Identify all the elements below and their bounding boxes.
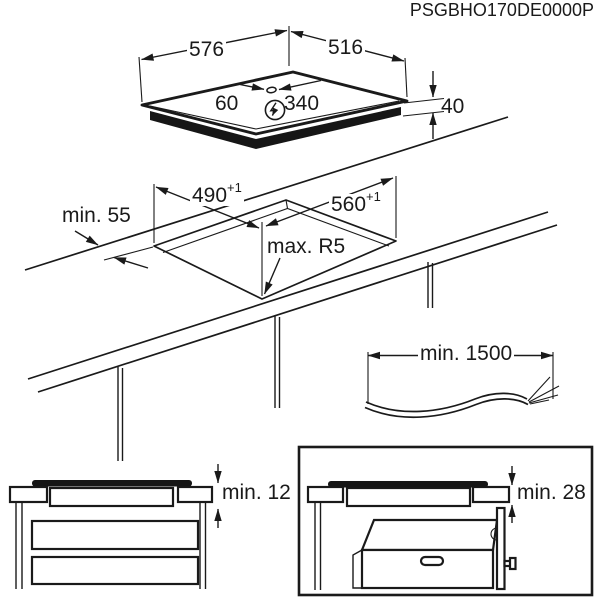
hob-body-section-2	[345, 486, 472, 508]
model-code: PSGBHO170DE0000P	[409, 0, 594, 20]
cutout-depth-tolerance: +1	[227, 180, 242, 195]
corner-radius-label: max. R5	[267, 235, 346, 258]
hob-perspective-drawing	[138, 26, 445, 149]
terminal-offset-right-label: 340	[284, 92, 320, 115]
hob-glass-section-2	[328, 481, 488, 488]
cable-length-label: min. 1500	[418, 342, 515, 365]
knob-head	[508, 556, 517, 571]
cutout-width-tolerance: +1	[366, 189, 381, 204]
hob-height-label: 40	[441, 95, 465, 118]
hob-depth-label: 516	[326, 36, 366, 59]
rear-clearance-label: min. 55	[62, 204, 131, 227]
hob-body-band	[150, 107, 401, 149]
oven-handle	[419, 555, 445, 567]
worktop-section-right	[176, 485, 214, 504]
drawer-clearance-label: min. 12	[222, 481, 291, 504]
mains-terminal-mark	[266, 86, 277, 94]
cutout-width-value: 560	[331, 193, 367, 216]
lightning-bolt-icon	[269, 102, 279, 116]
worktop-cutout-drawing	[24, 116, 558, 461]
oven-top	[360, 518, 499, 552]
oven-clearance-label: min. 28	[517, 481, 586, 504]
oven-front	[360, 548, 495, 590]
hob-width-label: 576	[187, 38, 227, 61]
worktop-section-left-2	[306, 485, 345, 504]
terminal-offset-left-label: 60	[215, 92, 239, 115]
worktop-section-left	[8, 485, 49, 504]
drawer-clearance-drawing	[8, 464, 222, 589]
cutout-width-label: 560+1	[329, 190, 383, 216]
cable-outline	[365, 392, 528, 413]
oven-clearance-drawing	[297, 445, 594, 597]
hob-glass-section	[32, 480, 192, 487]
cabinet-panel	[495, 506, 506, 591]
drawer-front-1	[30, 519, 200, 551]
cutout-depth-value: 490	[192, 184, 228, 207]
drawer-front-2	[30, 555, 200, 586]
worktop-section-right-2	[471, 485, 511, 504]
hob-body-section	[48, 486, 175, 508]
detail-frame	[297, 445, 594, 597]
cutout-depth-label: 490+1	[190, 181, 244, 207]
